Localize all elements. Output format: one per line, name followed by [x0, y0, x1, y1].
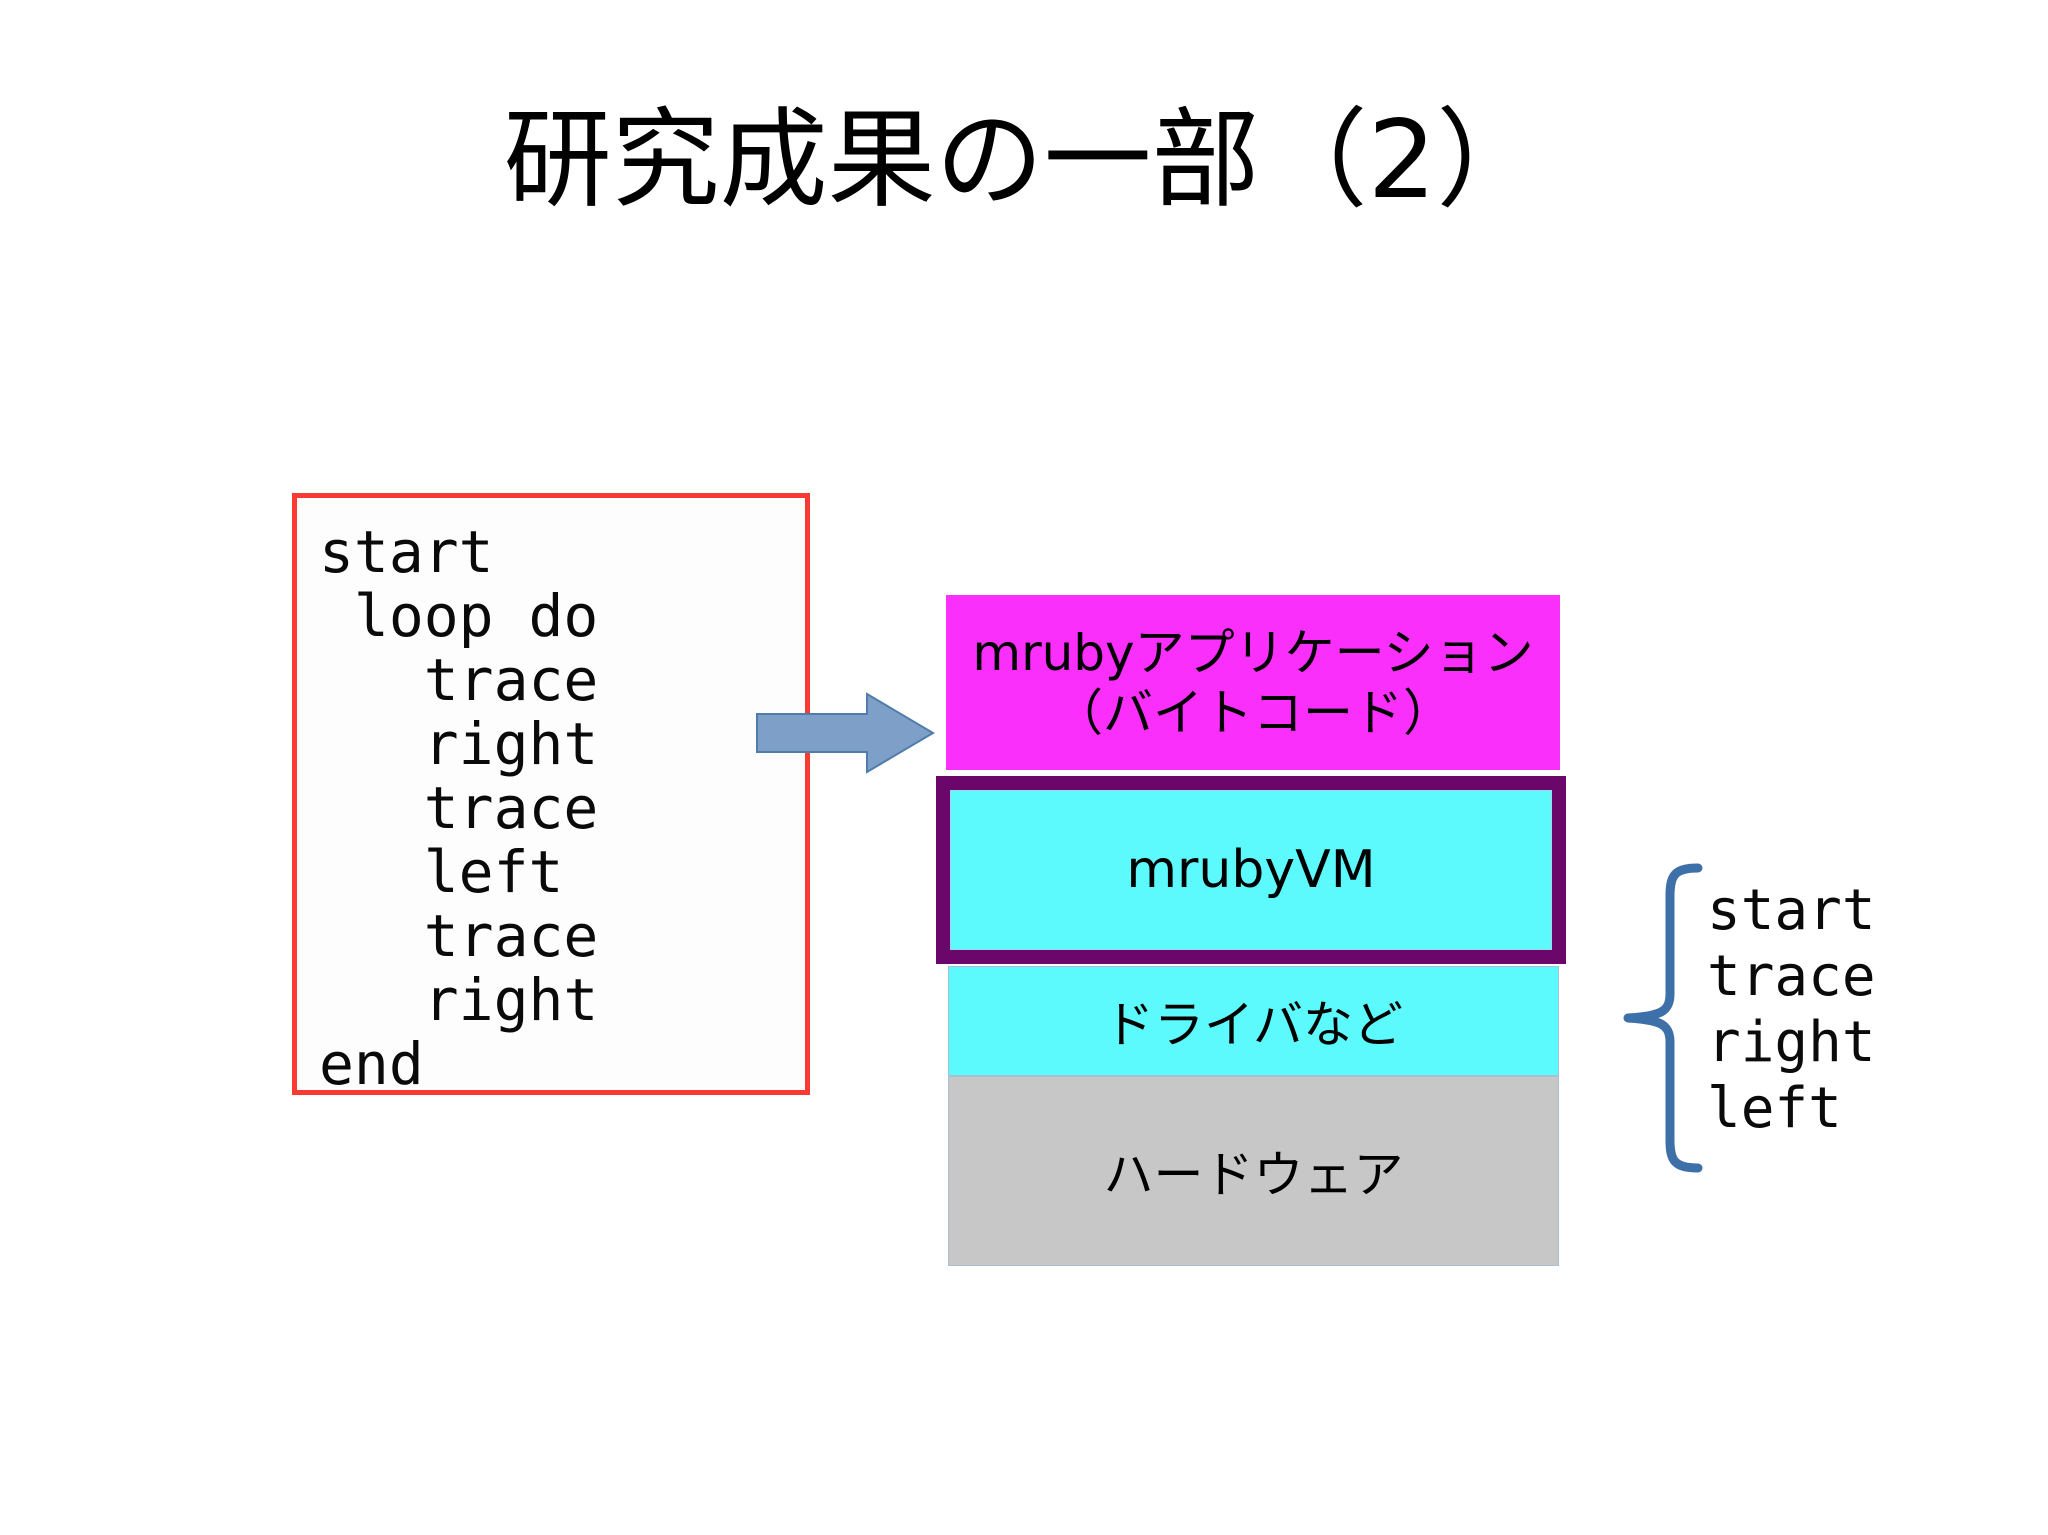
stack-layer-vm-label: mrubyVM: [950, 790, 1552, 950]
stack-layer-hardware-label: ハードウェア: [1103, 1146, 1404, 1204]
stack-layer-application-label-line1: mrubyアプリケーション: [972, 623, 1534, 682]
stack-layer-driver: ドライバなど: [948, 966, 1559, 1076]
stack-layer-application: mrubyアプリケーション （バイトコード）: [946, 595, 1560, 770]
code-panel: start loop do trace right trace left tra…: [292, 493, 810, 1098]
page-title: 研究成果の一部（2）: [503, 98, 1545, 223]
stack-layer-hardware: ハードウェア: [948, 1076, 1559, 1266]
stack-layer-application-label: mrubyアプリケーション （バイトコード）: [972, 623, 1533, 743]
stack-layer-application-label-line2: （バイトコード）: [1053, 683, 1453, 742]
stack-layer-driver-label: ドライバなど: [1104, 996, 1403, 1054]
code-listing: start loop do trace right trace left tra…: [319, 518, 599, 1098]
stack-layer-vm: mrubyVM: [936, 776, 1566, 964]
annotation-command-list: start trace right left: [1707, 878, 1876, 1141]
compile-arrow-icon: [755, 692, 935, 774]
curly-brace-icon: [1620, 862, 1710, 1174]
